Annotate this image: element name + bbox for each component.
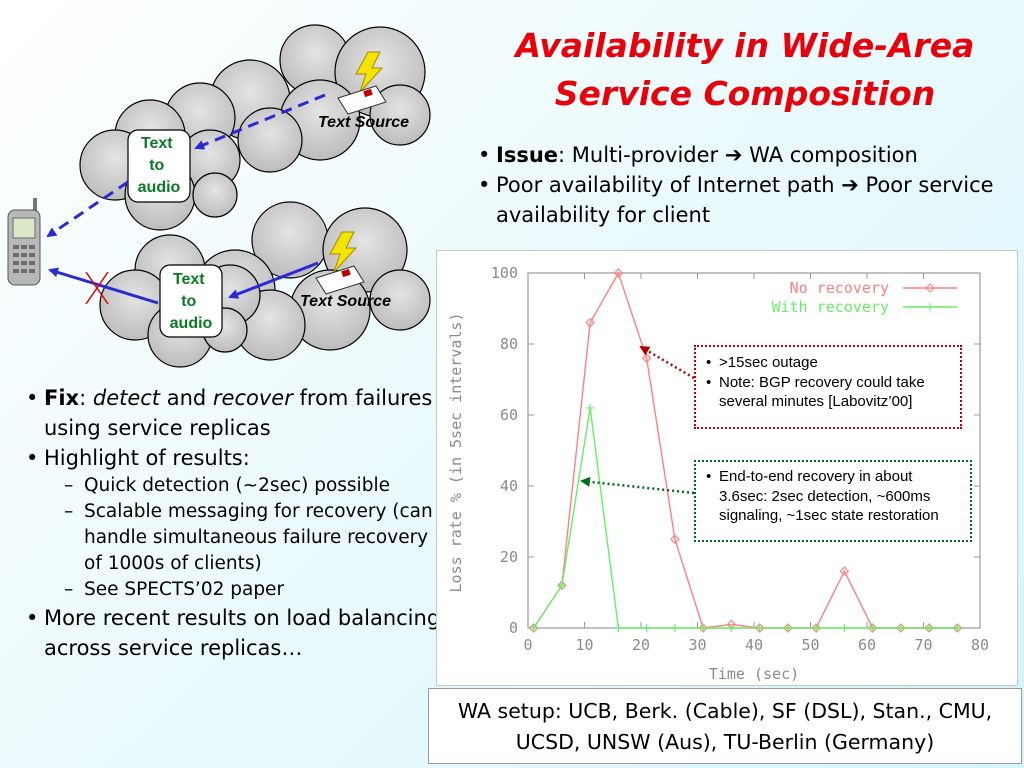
recovery-note: End-to-end recovery in about 3.6sec: 2se…: [694, 460, 972, 542]
chart-series: [528, 268, 963, 633]
x-tick-label: 60: [858, 636, 876, 654]
upper-service-label: Text to audio: [138, 135, 181, 196]
data-point: [812, 624, 821, 632]
y-tick-label: 60: [500, 406, 518, 424]
x-tick-label: 20: [632, 636, 650, 654]
data-point: [727, 624, 736, 632]
series-line-with-recovery: [533, 407, 958, 629]
highlight-bullet: Highlight of results:: [26, 443, 441, 473]
chart-ticks: 0 10 20 30 40 50 60 70 80 0 20 40 60 80 100: [491, 264, 989, 654]
service-box-lower: [159, 264, 223, 338]
sub-bullet-detection: Quick detection (~2sec) possible: [26, 473, 441, 499]
fix-bullet: Fix: detect and recover from failures us…: [26, 383, 441, 443]
slide-title: Availability in Wide-Area Service Compos…: [470, 22, 1020, 118]
fix-and: and: [160, 386, 213, 410]
data-point: [670, 534, 680, 545]
x-tick-label: 10: [575, 636, 593, 654]
data-point: [755, 624, 764, 632]
loss-rate-chart-svg: 0 10 20 30 40 50 60 70 80 0 20 40 60 80 100 No recover…: [447, 264, 989, 683]
x-tick-label: 70: [914, 636, 932, 654]
data-point: [613, 268, 624, 278]
legend-marker: [926, 303, 934, 311]
x-tick-label: 40: [745, 636, 763, 654]
bgp-note-item: Note: BGP recovery could take several mi…: [704, 373, 952, 412]
fix-detect: detect: [92, 386, 161, 410]
x-axis-label: Time (sec): [709, 665, 799, 683]
lower-service-label: Text to audio: [170, 271, 213, 332]
data-point: [783, 624, 792, 632]
network-diagram: Text to audio Text to audio Text Source: [7, 24, 431, 368]
x-tick-label: 80: [971, 636, 989, 654]
data-point: [670, 624, 679, 632]
y-tick-label: 0: [509, 619, 518, 637]
recovery-note-item: End-to-end recovery in about 3.6sec: 2se…: [704, 467, 962, 526]
issue-label: Issue: [496, 143, 559, 167]
issue-text: : Multi-provider ➔ WA composition: [558, 143, 918, 167]
x-tick-label: 50: [801, 636, 819, 654]
lightning-icon: [329, 231, 358, 273]
y-axis-label: Loss rate % (in 5sec intervals): [447, 313, 465, 593]
data-point: [529, 624, 538, 632]
y-tick-label: 100: [491, 264, 518, 282]
y-tick-label: 40: [500, 477, 518, 495]
issue-bullets: Issue: Multi-provider ➔ WA composition P…: [478, 140, 1018, 230]
results-bullets: Fix: detect and recover from failures us…: [26, 383, 441, 663]
data-point: [586, 403, 595, 412]
legend-label: With recovery: [772, 298, 889, 316]
dashed-path-source-to-service: [194, 93, 326, 150]
data-point: [868, 624, 877, 632]
envelope-icon: [315, 265, 365, 295]
y-tick-label: 20: [500, 548, 518, 566]
load-balancing-bullet: More recent results on load balancing ac…: [26, 603, 441, 663]
title-line-2: Service Composition: [554, 74, 936, 113]
envelope-icon: [337, 85, 387, 115]
failed-path-service-to-client: [48, 267, 159, 305]
legend-marker: [925, 283, 935, 293]
data-point: [925, 624, 934, 632]
mobile-phone-icon: [7, 198, 41, 286]
legend-label: No recovery: [790, 279, 889, 297]
x-tick-label: 0: [523, 636, 532, 654]
data-point: [614, 624, 623, 632]
availability-bullet: Poor availability of Internet path ➔ Poo…: [478, 170, 1018, 230]
text-source-lower: Text Source: [300, 293, 391, 310]
service-box-upper: [127, 129, 191, 203]
sub-bullet-paper: See SPECTS’02 paper: [26, 577, 441, 603]
y-tick-label: 80: [500, 335, 518, 353]
fix-recover: recover: [212, 386, 293, 410]
dashed-path-service-to-client: [46, 180, 129, 238]
sub-bullet-messaging: Scalable messaging for recovery (can han…: [26, 499, 441, 577]
title-line-1: Availability in Wide-Area: [515, 26, 975, 65]
outage-note-item: >15sec outage: [704, 353, 952, 373]
data-point: [896, 624, 905, 632]
x-tick-label: 30: [688, 636, 706, 654]
availability-text: Poor availability of Internet path ➔ Poo…: [496, 173, 994, 227]
outage-note: >15sec outage Note: BGP recovery could t…: [694, 345, 962, 429]
data-point: [840, 624, 849, 632]
series-line-no-recovery: [533, 271, 958, 629]
data-point: [585, 317, 595, 328]
data-point: [839, 566, 850, 577]
data-point: [953, 624, 962, 632]
data-point: [557, 580, 567, 591]
text-source-upper: Text Source: [318, 114, 409, 131]
path-source-to-service: [228, 261, 319, 299]
data-point: [642, 624, 651, 632]
issue-bullet: Issue: Multi-provider ➔ WA composition: [478, 140, 1018, 170]
data-point: [699, 624, 708, 632]
lightning-icon: [355, 51, 384, 93]
fix-label: Fix: [44, 386, 80, 410]
failure-x-icon: [85, 271, 109, 305]
wa-setup-caption: WA setup: UCB, Berk. (Cable), SF (DSL), …: [428, 688, 1022, 764]
fix-rest: from failures using service replicas: [44, 386, 433, 440]
fix-colon: :: [79, 386, 93, 410]
data-point: [557, 581, 566, 590]
